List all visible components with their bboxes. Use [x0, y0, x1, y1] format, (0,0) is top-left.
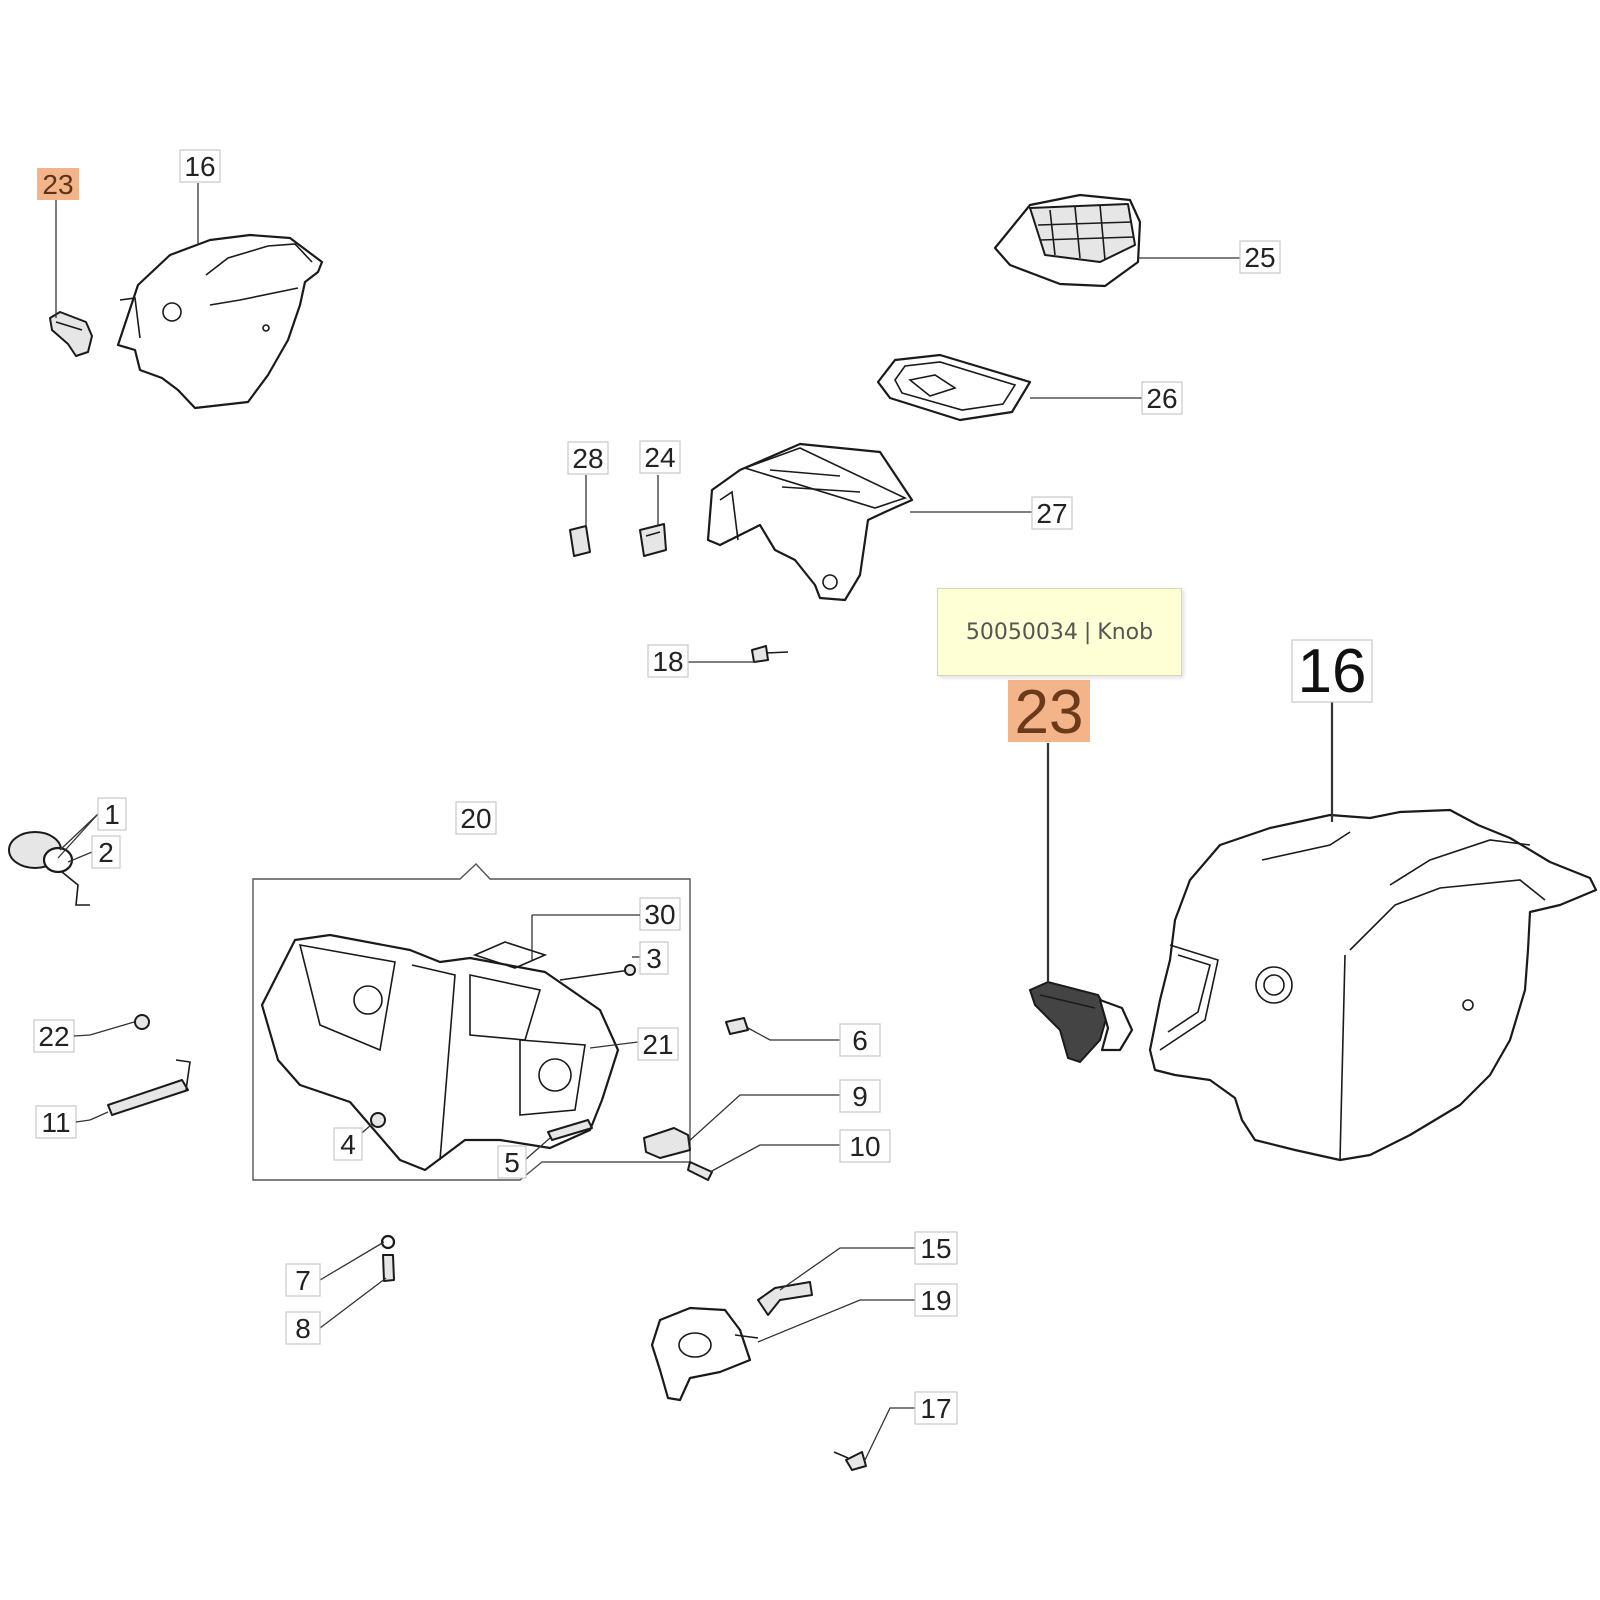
callout-23-small[interactable]: 23 — [42, 169, 73, 200]
callout-16-small[interactable]: 16 — [184, 151, 215, 182]
cover-small-drawing — [116, 233, 324, 410]
callout-23-small-bg — [37, 168, 79, 200]
tooltip-part-name: Knob — [1097, 619, 1154, 645]
callout-9[interactable]: 9 — [852, 1081, 868, 1112]
callout-23-large-bg — [1008, 680, 1090, 742]
hose-15-drawing — [757, 1281, 813, 1316]
tooltip-part-number: 50050034 — [965, 619, 1078, 645]
clip-24-drawing — [639, 523, 667, 557]
part-7-8-drawing — [380, 1234, 396, 1282]
callout-16-large[interactable]: 16 — [1298, 637, 1367, 706]
knob-large-drawing — [1028, 980, 1134, 1064]
screw-18-drawing — [751, 645, 789, 663]
nut-4-drawing — [370, 1112, 386, 1128]
knob-small-drawing — [49, 311, 93, 357]
callout-6[interactable]: 6 — [852, 1025, 868, 1056]
part-9-drawing — [643, 1127, 691, 1159]
callout-7[interactable]: 7 — [295, 1265, 311, 1296]
callout-22[interactable]: 22 — [38, 1021, 69, 1052]
part-22-drawing — [134, 1014, 150, 1030]
part-tooltip: 50050034 | Knob — [937, 588, 1182, 676]
tooltip-separator: | — [1083, 619, 1092, 645]
leader-lines — [55, 183, 1334, 1461]
callout-19[interactable]: 19 — [920, 1285, 951, 1316]
part-1-2-drawing — [8, 831, 90, 906]
callout-26[interactable]: 26 — [1146, 383, 1177, 414]
part-6-drawing — [725, 1017, 749, 1035]
callout-17[interactable]: 17 — [920, 1393, 951, 1424]
crankcase-drawing — [260, 933, 620, 1172]
callout-23-large[interactable]: 23 — [1015, 678, 1084, 747]
callout-30[interactable]: 30 — [644, 899, 675, 930]
callout-18[interactable]: 18 — [652, 646, 683, 677]
callout-28[interactable]: 28 — [572, 443, 603, 474]
housing-27-drawing — [706, 442, 914, 602]
callout-15[interactable]: 15 — [920, 1233, 951, 1264]
gasket-drawing — [876, 353, 1032, 422]
callout-1[interactable]: 1 — [104, 799, 120, 830]
callout-10[interactable]: 10 — [849, 1131, 880, 1162]
cover-large-drawing — [1148, 808, 1598, 1162]
part-11-drawing — [107, 1059, 191, 1116]
callout-4[interactable]: 4 — [340, 1129, 356, 1160]
callout-20[interactable]: 20 — [460, 803, 491, 834]
callout-24[interactable]: 24 — [644, 442, 675, 473]
oil-pump-drawing — [650, 1306, 759, 1402]
callout-25[interactable]: 25 — [1244, 242, 1275, 273]
callout-11[interactable]: 11 — [41, 1107, 70, 1138]
clip-28-drawing — [569, 525, 591, 557]
callout-labels: 23 16 25 26 28 24 27 18 1 2 20 30 3 21 2… — [33, 149, 1373, 1425]
callout-2[interactable]: 2 — [98, 837, 114, 868]
group-20-frame — [252, 863, 691, 1181]
part-10-drawing — [687, 1161, 713, 1181]
callout-5[interactable]: 5 — [504, 1147, 520, 1178]
callout-3[interactable]: 3 — [646, 943, 662, 974]
spring-5-drawing — [547, 1119, 593, 1141]
callout-8[interactable]: 8 — [295, 1313, 311, 1344]
screw-17-drawing — [833, 1451, 867, 1471]
callout-27[interactable]: 27 — [1036, 498, 1067, 529]
bolt-3-drawing — [559, 964, 636, 981]
air-filter-drawing — [993, 193, 1142, 288]
callout-21[interactable]: 21 — [642, 1029, 673, 1060]
